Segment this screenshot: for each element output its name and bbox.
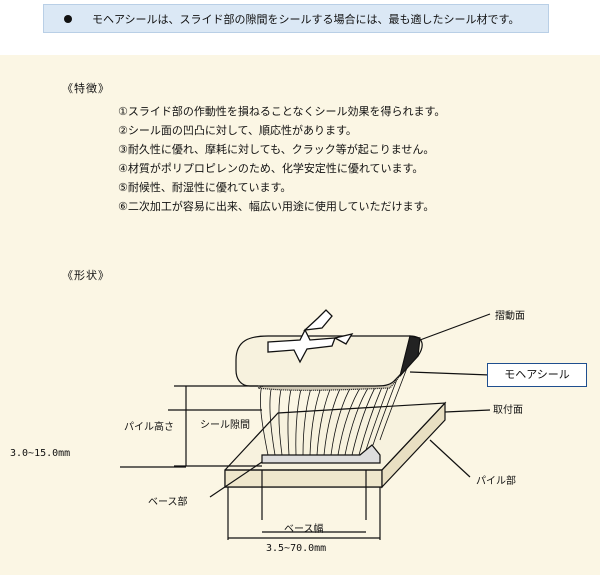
pile-part-label: パイル部 <box>476 476 516 487</box>
feature-item: ②シール面の凹凸に対して、順応性があります。 <box>118 124 357 137</box>
bullet-icon <box>64 15 72 23</box>
scanned-document <box>0 55 600 575</box>
base-width-label: ベース幅 <box>284 524 324 535</box>
description-banner: モヘアシールは、スライド部の隙間をシールする場合には、最も適したシール材です。 <box>43 4 549 33</box>
pile-height-label: パイル高さ <box>124 422 174 433</box>
pile-height-range: 3.0~15.0mm <box>10 448 71 459</box>
feature-item: ⑥二次加工が容易に出来、幅広い用途に使用していただけます。 <box>118 200 435 213</box>
feature-item: ⑤耐候性、耐湿性に優れています。 <box>118 181 292 194</box>
sliding-surface-label: 摺動面 <box>495 311 525 322</box>
seal-gap-label: シール隙間 <box>200 420 250 431</box>
shape-heading: 《形状》 <box>62 269 110 282</box>
base-width-range: 3.5~70.0mm <box>266 543 327 554</box>
feature-item: ③耐久性に優れ、摩耗に対しても、クラック等が起こりません。 <box>118 143 435 156</box>
base-part-label: ベース部 <box>148 497 188 508</box>
feature-item: ①スライド部の作動性を損ねることなくシール効果を得られます。 <box>118 105 446 118</box>
features-heading: 《特徴》 <box>62 82 110 95</box>
mohair-seal-label: モヘアシール <box>487 363 587 387</box>
mounting-surface-label: 取付面 <box>493 405 523 416</box>
feature-item: ④材質がポリプロピレンのため、化学安定性に優れています。 <box>118 162 424 175</box>
banner-text: モヘアシールは、スライド部の隙間をシールする場合には、最も適したシール材です。 <box>92 13 520 26</box>
